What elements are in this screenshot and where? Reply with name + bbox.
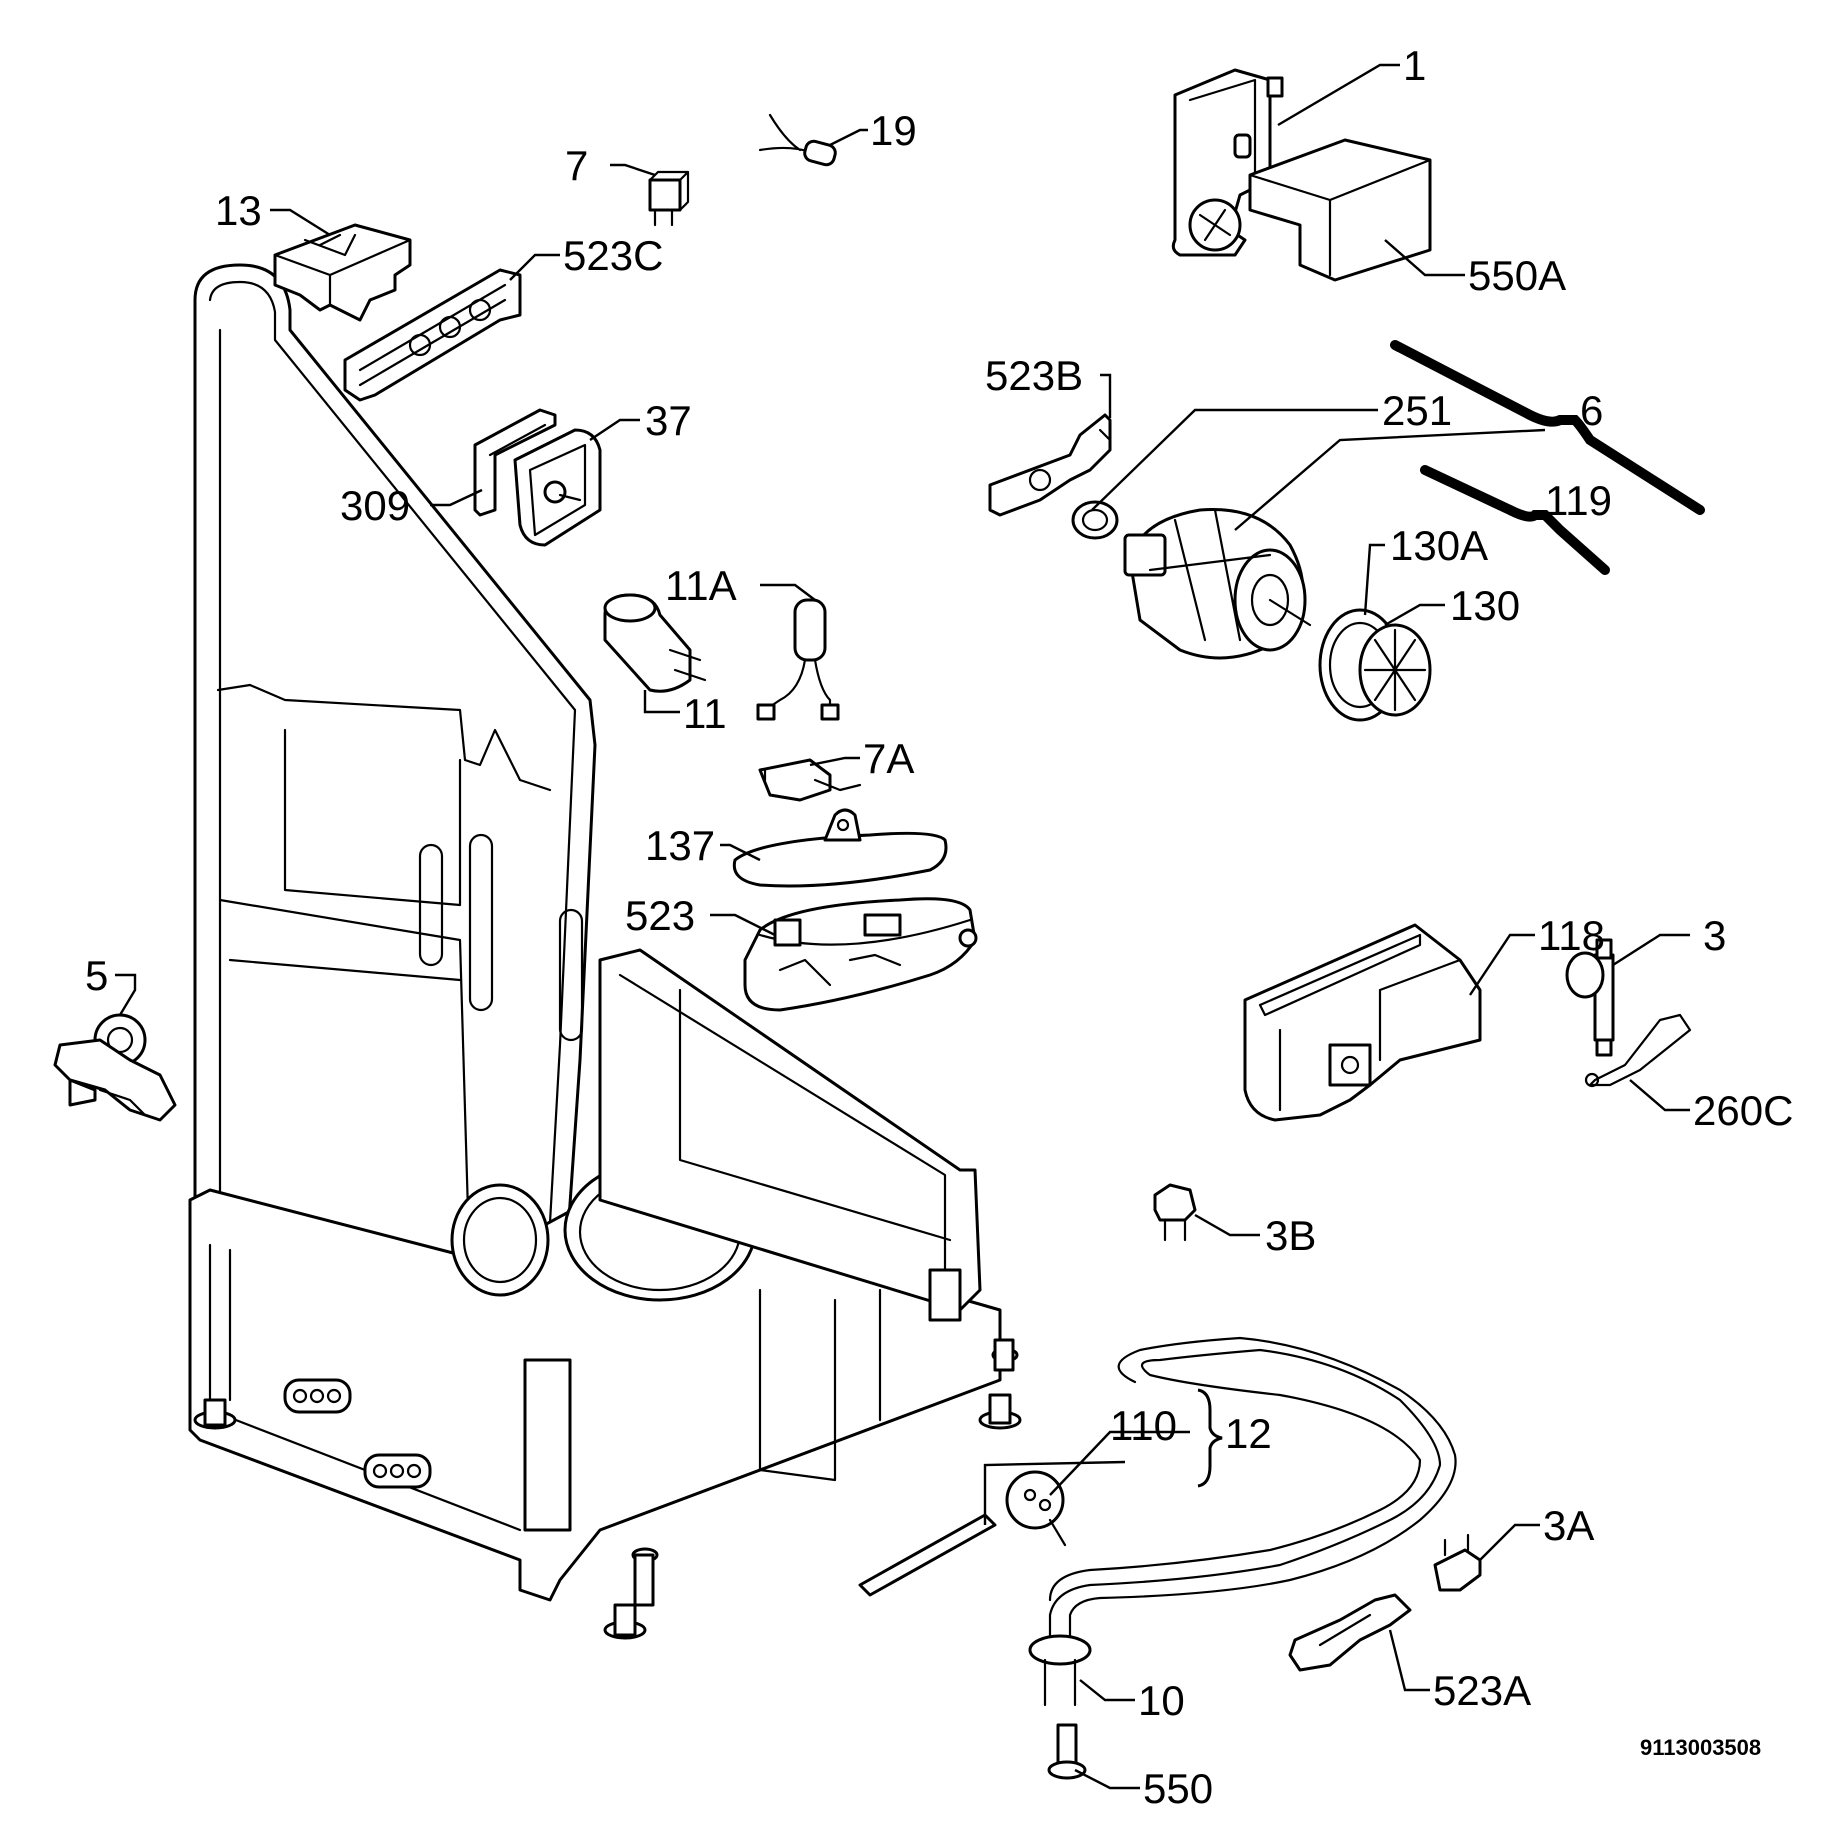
callout-550A: 550A xyxy=(1468,252,1566,299)
callout-550: 550 xyxy=(1143,1765,1213,1812)
callout-3A: 3A xyxy=(1543,1502,1594,1549)
callout-119: 119 xyxy=(1545,477,1612,524)
brace-119 xyxy=(1420,465,1610,575)
part-1-timer xyxy=(1171,68,1284,257)
part-137-float xyxy=(732,808,948,888)
part-309-seal xyxy=(473,408,557,517)
callout-523A: 523A xyxy=(1433,1667,1531,1714)
part-260C-clip xyxy=(1584,1013,1692,1088)
part-7A-switch xyxy=(758,758,862,802)
part-13-button-block xyxy=(273,223,412,322)
part-37-holder xyxy=(513,428,602,547)
callout-260C: 260C xyxy=(1693,1087,1793,1134)
part-550A-box xyxy=(1248,138,1432,282)
callout-118: 118 xyxy=(1538,912,1605,959)
part-7-switch xyxy=(648,170,690,227)
part-130-impeller xyxy=(1318,608,1432,722)
callout-137: 137 xyxy=(645,822,715,869)
callout-19: 19 xyxy=(870,107,917,154)
callout-11A: 11A xyxy=(665,562,737,609)
brace-6 xyxy=(1390,340,1705,515)
part-10-heater xyxy=(1028,1336,1457,1707)
callout-130A: 130A xyxy=(1390,522,1488,569)
callout-labels: 1 550A 19 7 13 523C 523B 251 6 119 37 30… xyxy=(85,42,1793,1812)
part-6-motor xyxy=(1123,507,1312,660)
part-3B-switch xyxy=(1153,1183,1197,1242)
callout-6: 6 xyxy=(1580,387,1603,434)
callout-523B: 523B xyxy=(985,352,1083,399)
part-550-pin xyxy=(1047,1723,1087,1780)
callout-523: 523 xyxy=(625,892,695,939)
callout-1: 1 xyxy=(1403,42,1426,89)
part-5-valve xyxy=(53,1013,177,1122)
callout-3: 3 xyxy=(1703,912,1726,959)
callout-3B: 3B xyxy=(1265,1212,1316,1259)
leader-lines xyxy=(115,63,1690,1790)
callout-110: 110 xyxy=(1110,1402,1177,1449)
callout-130: 130 xyxy=(1450,582,1520,629)
callout-523C: 523C xyxy=(563,232,663,279)
callout-251: 251 xyxy=(1382,387,1452,434)
part-11A-suppressor xyxy=(756,598,840,721)
callout-37: 37 xyxy=(645,397,692,444)
document-number: 9113003508 xyxy=(1640,1735,1761,1760)
callout-12: 12 xyxy=(1225,1410,1272,1457)
part-3A-clip xyxy=(1433,1533,1482,1592)
part-523A-clip xyxy=(1288,1593,1412,1672)
callout-309: 309 xyxy=(340,482,410,529)
brace-12 xyxy=(1197,1388,1223,1488)
callout-11: 11 xyxy=(683,690,727,737)
part-523C-bracket xyxy=(343,268,522,402)
appliance-frame xyxy=(188,263,1022,1640)
part-523-housing xyxy=(743,897,978,1012)
callout-10: 10 xyxy=(1138,1677,1185,1724)
part-3-switch xyxy=(1565,938,1615,1057)
callout-5: 5 xyxy=(85,952,108,999)
part-11-capacitor xyxy=(603,593,707,693)
callout-7: 7 xyxy=(565,142,588,189)
part-19-suppressor xyxy=(758,113,837,167)
callout-7A: 7A xyxy=(863,735,914,782)
part-110-thermostat xyxy=(858,1470,1067,1597)
part-251-ring xyxy=(1071,500,1119,540)
callout-13: 13 xyxy=(215,187,262,234)
part-118-dispenser xyxy=(1243,923,1482,1122)
part-523B-bracket xyxy=(988,413,1112,517)
